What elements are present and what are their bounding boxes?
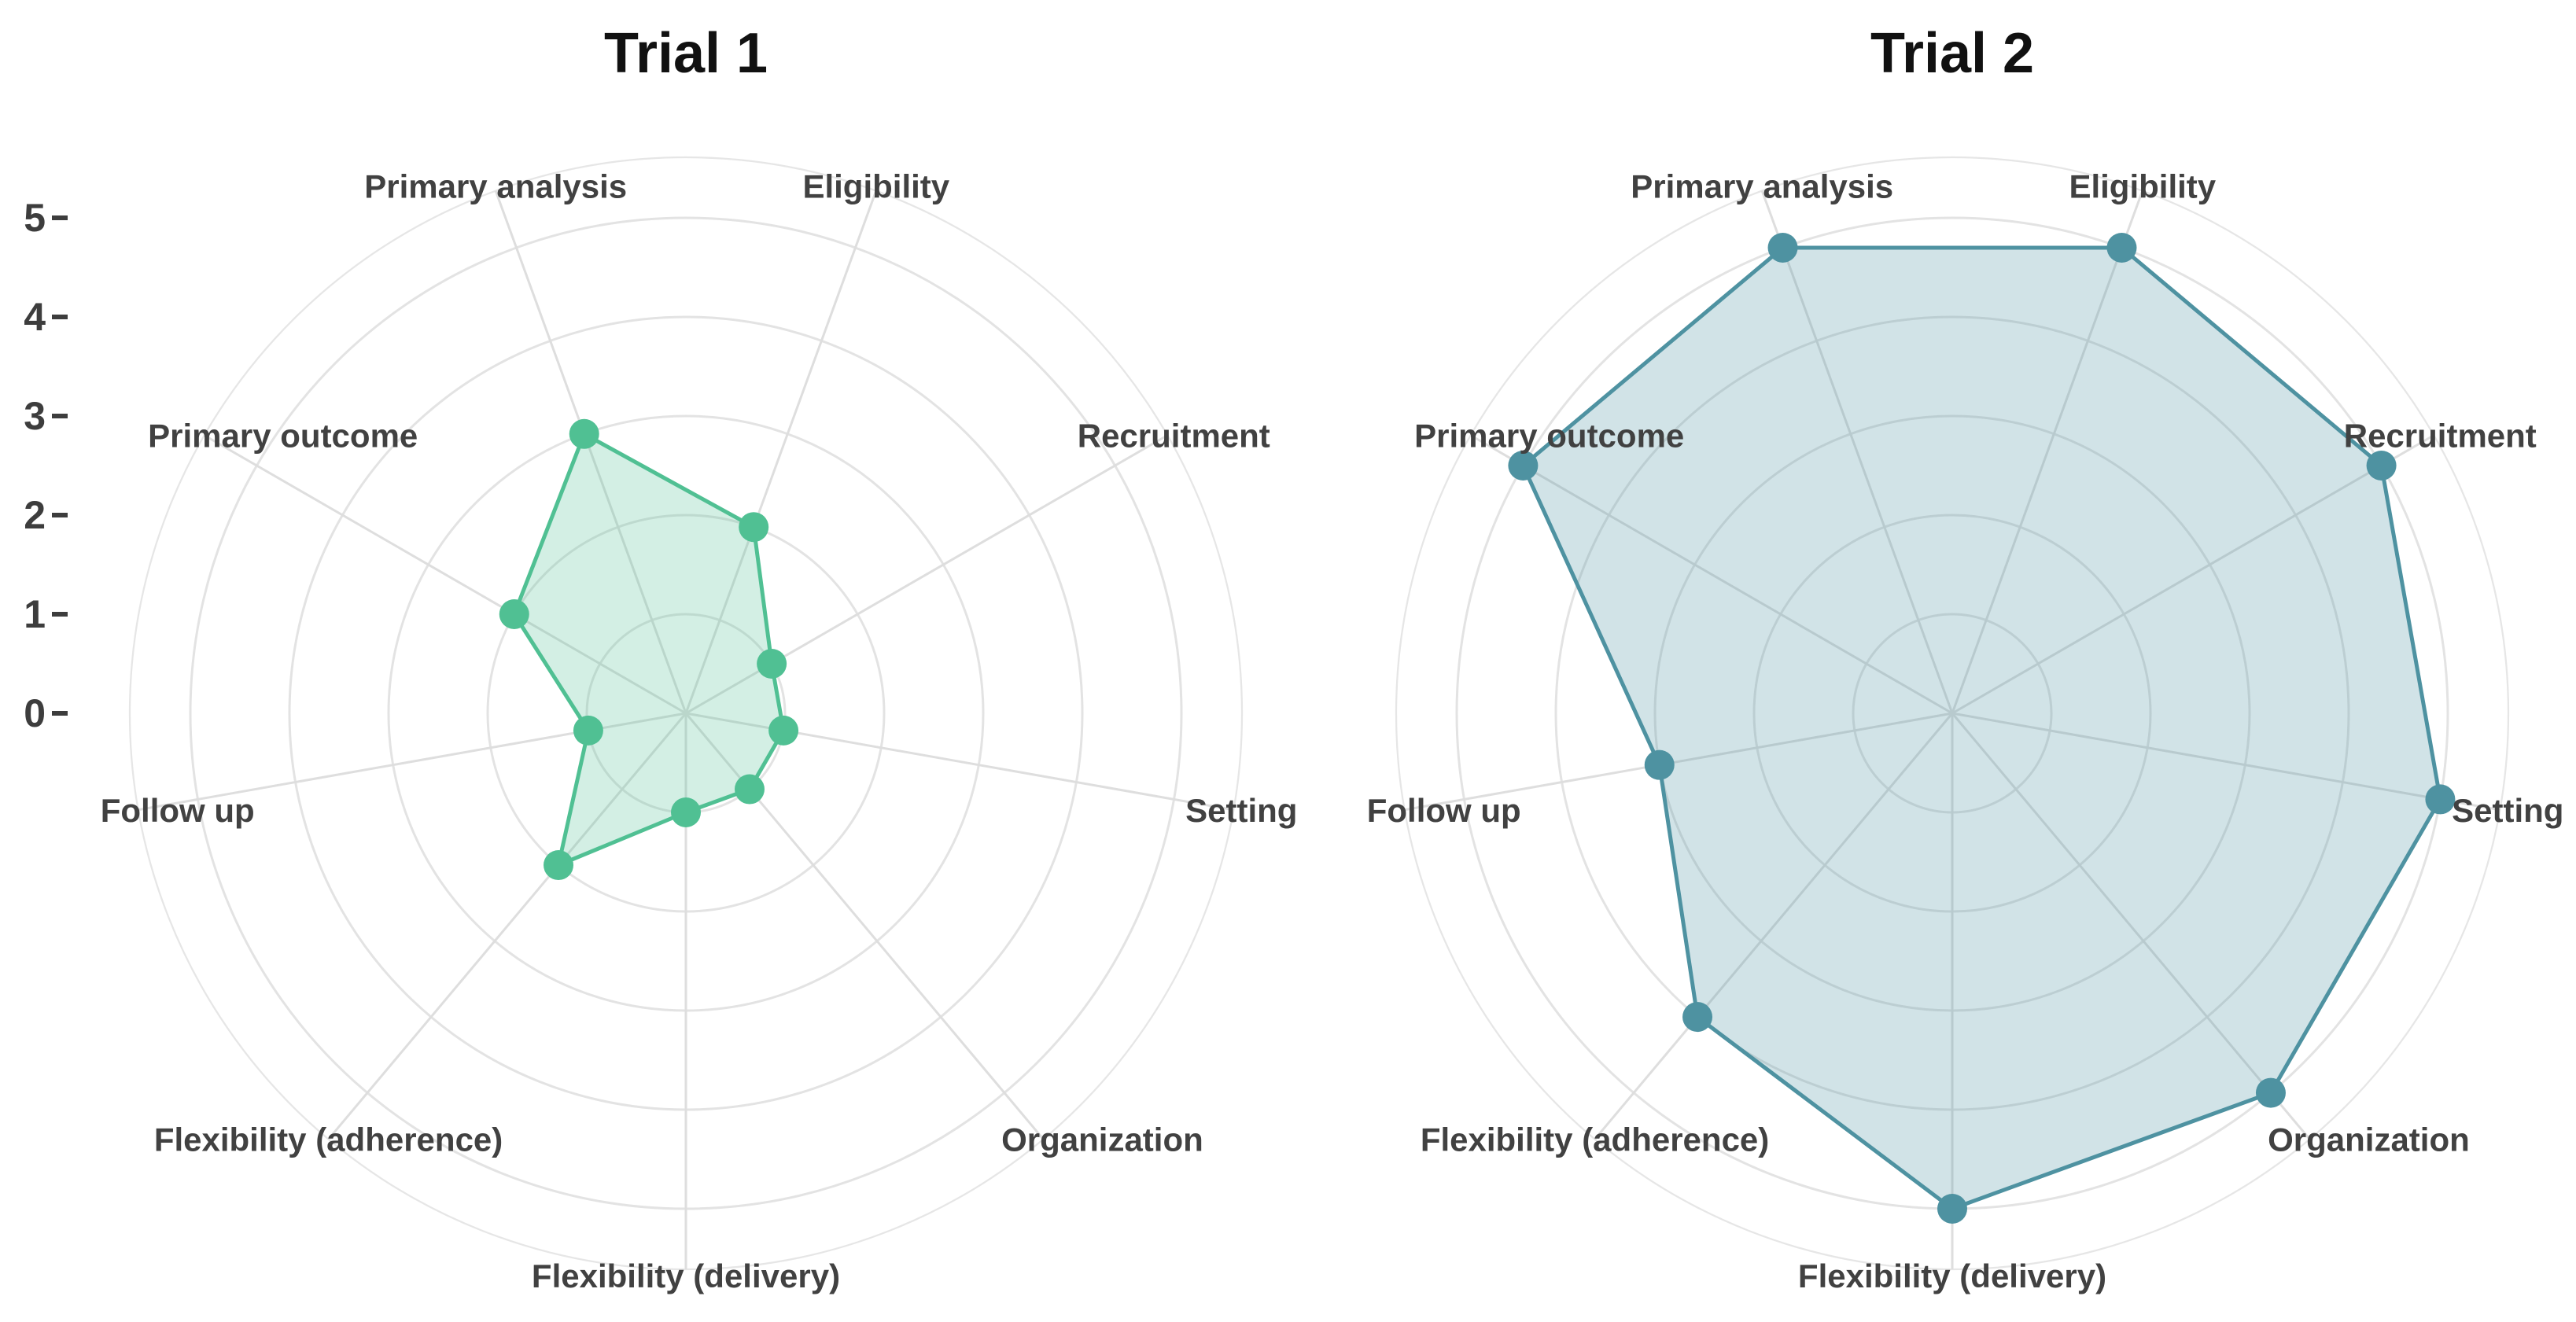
data-point-recruitment [2366,451,2397,481]
spoke-flexibility-adherence [1594,713,1954,1140]
spoke-flexibility-adherence [327,713,687,1140]
data-point-organization [2255,1077,2286,1108]
radial-tick-label-5: 5 [24,196,46,240]
axis-label-flexibility-adherence: Flexibility (adherence) [154,1121,503,1158]
data-point-primary-analysis [569,418,599,449]
radial-tick-label-3: 3 [24,394,46,438]
axis-label-flexibility-delivery: Flexibility (delivery) [1798,1258,2106,1294]
data-point-follow-up [573,715,603,746]
axis-label-flexibility-delivery: Flexibility (delivery) [532,1258,840,1294]
axis-label-eligibility: Eligibility [802,168,949,205]
data-point-organization [734,774,765,805]
data-polygon [512,432,786,867]
radial-tick-label-4: 4 [24,295,46,339]
axis-label-recruitment: Recruitment [2344,418,2537,455]
spoke-follow-up [1404,712,1953,812]
axis-label-setting: Setting [1185,792,1297,829]
spoke-organization [1951,713,2311,1140]
axis-label-primary-outcome: Primary outcome [148,418,418,455]
axis-label-organization: Organization [2268,1121,2470,1158]
spoke-eligibility [684,190,878,714]
radial-tick-label-1: 1 [24,592,46,636]
axis-label-follow-up: Follow up [1367,792,1521,829]
chart-title: Trial 1 [604,22,768,85]
spoke-recruitment [1951,434,2435,715]
data-point-primary-outcome [1508,451,1539,481]
chart-title: Trial 2 [1870,22,2034,85]
data-point-flexibility-adherence [1682,1002,1713,1033]
axis-label-setting: Setting [2452,792,2563,829]
data-point-setting [2425,784,2456,815]
data-point-setting [768,715,799,746]
spoke-primary-outcome [1469,434,1953,715]
spoke-eligibility [1951,190,2144,714]
data-point-follow-up [1644,749,1675,780]
spoke-primary-analysis [1760,190,1954,714]
data-point-eligibility [739,512,769,543]
axis-label-primary-analysis: Primary analysis [1631,168,1893,205]
data-point-primary-outcome [499,599,529,629]
axis-label-primary-outcome: Primary outcome [1414,418,1684,455]
axis-label-recruitment: Recruitment [1078,418,1270,455]
data-point-flexibility-adherence [544,850,574,881]
data-point-flexibility-delivery [671,797,701,827]
axis-label-follow-up: Follow up [101,792,255,829]
axis-label-flexibility-adherence: Flexibility (adherence) [1421,1121,1769,1158]
radial-tick-label-0: 0 [24,691,46,735]
data-point-primary-analysis [1767,232,1798,263]
data-point-eligibility [2106,232,2137,263]
data-point-recruitment [757,649,787,679]
radial-tick-label-2: 2 [24,493,46,537]
axis-label-primary-analysis: Primary analysis [364,168,627,205]
data-polygon [1520,245,2442,1211]
spoke-primary-analysis [494,190,687,714]
axis-label-organization: Organization [1001,1121,1203,1158]
spoke-primary-outcome [203,434,687,715]
data-point-flexibility-delivery [1937,1194,1967,1224]
axis-label-eligibility: Eligibility [2069,168,2216,205]
spoke-setting [1951,712,2500,812]
